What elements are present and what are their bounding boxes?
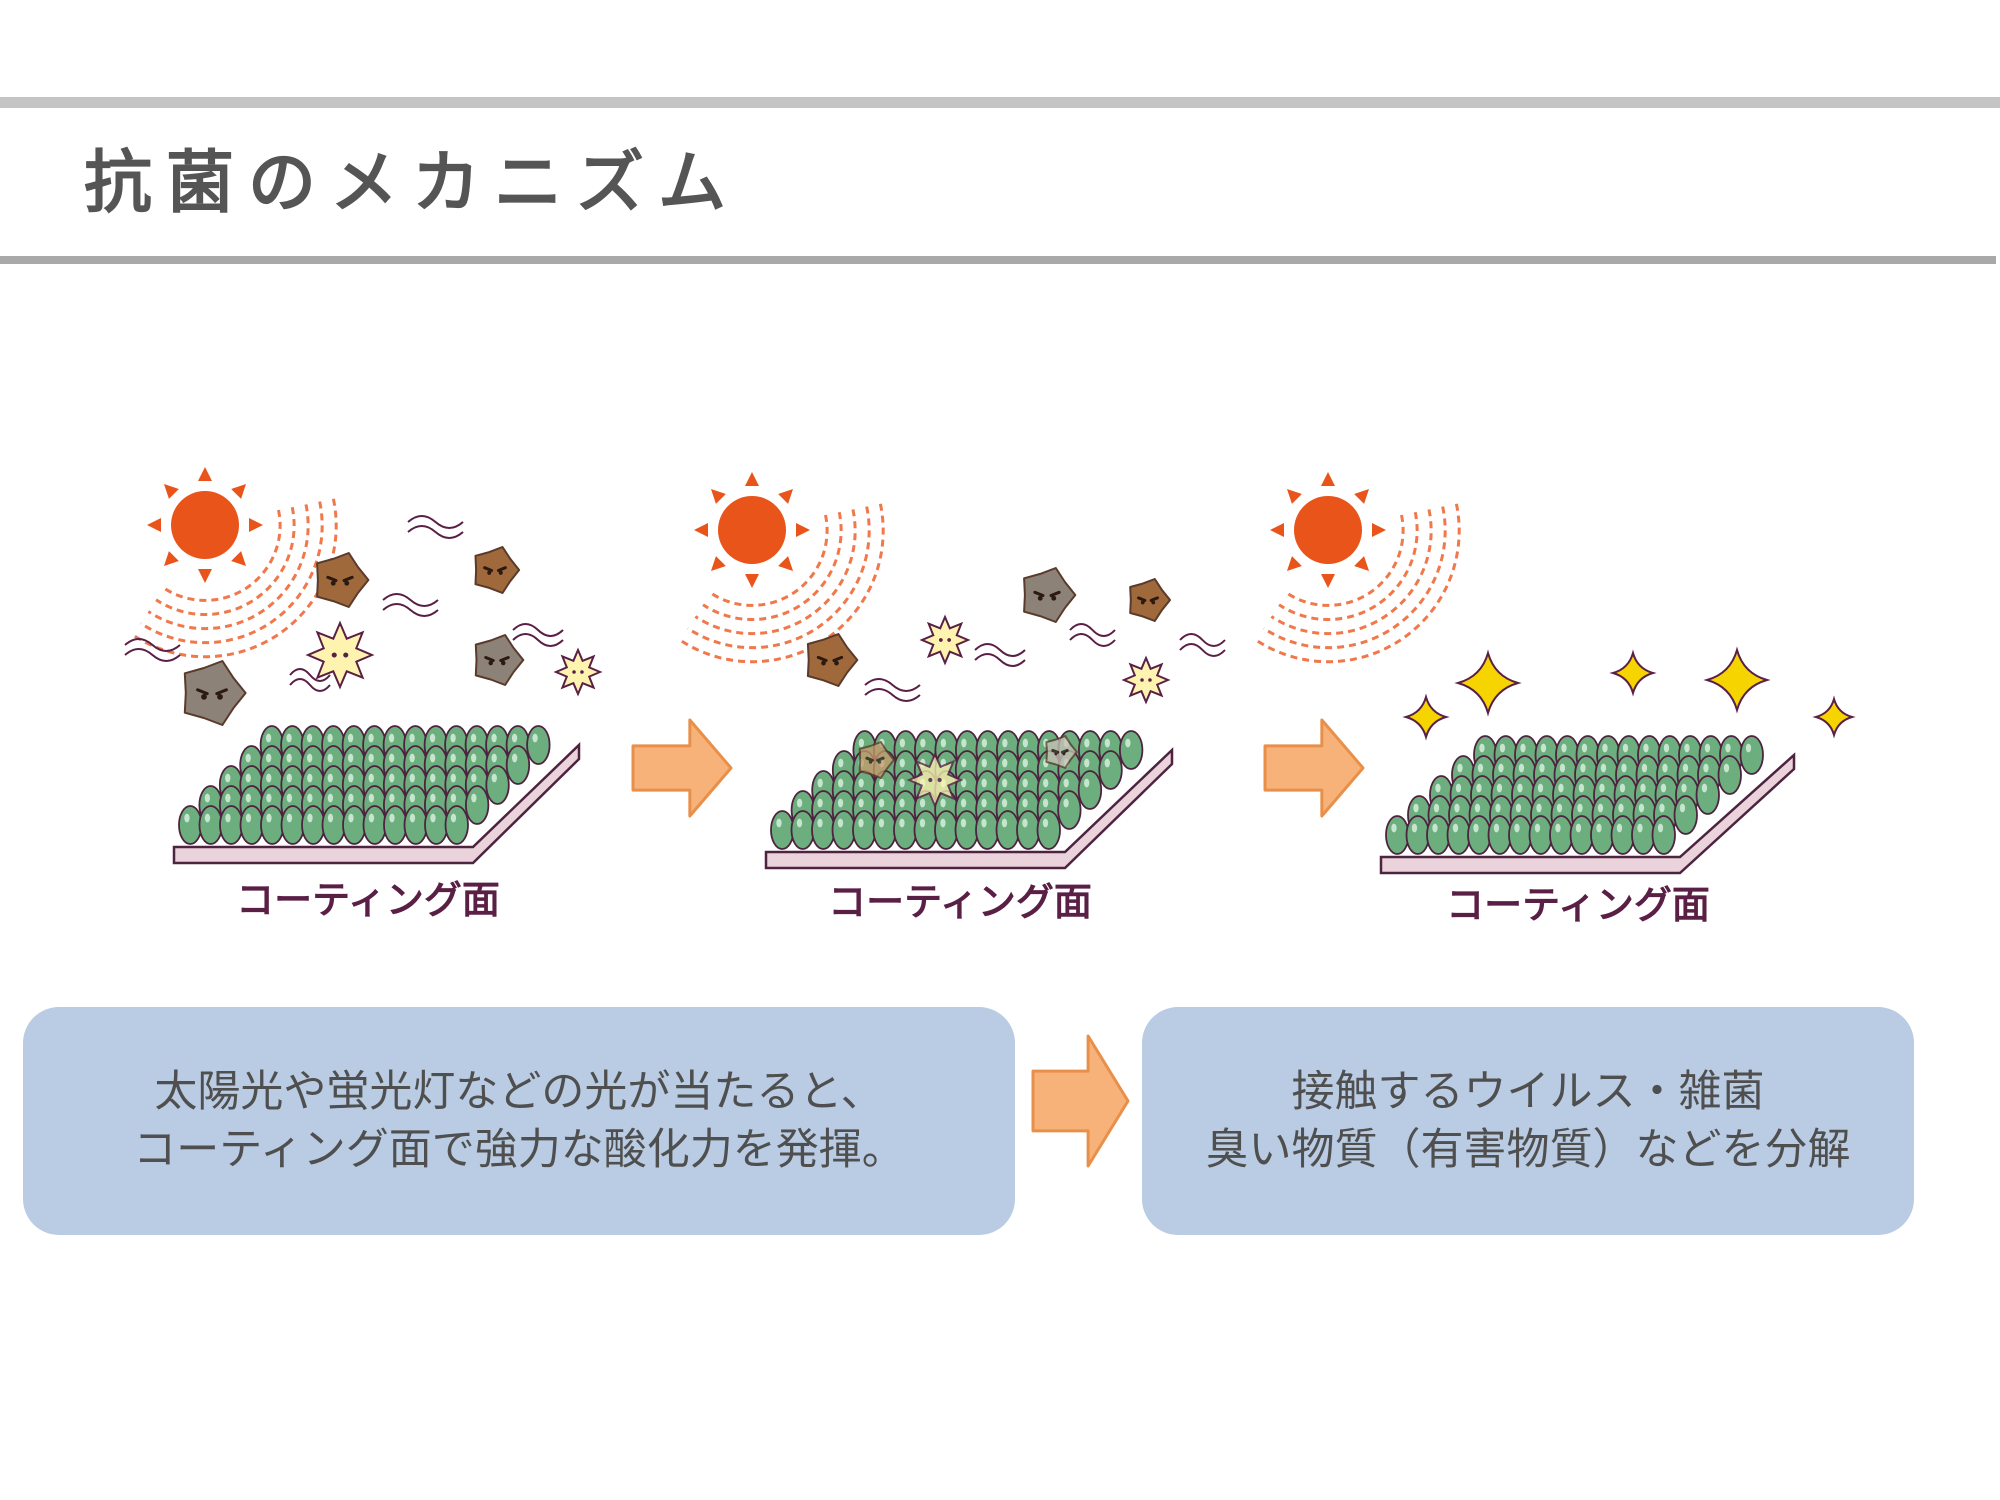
motion-line [289,668,331,692]
sparkle-icon [1454,649,1522,717]
virus-icon [305,620,375,690]
decomposed-fragments [858,735,1078,809]
motion-line [1179,633,1226,657]
sparkle-icon [1609,649,1657,697]
sun-icon [679,472,885,664]
panel-3-label: コーティング面 [1446,883,1710,927]
fragment-icon [906,751,964,809]
coating-surface [764,730,1174,870]
page-title: 抗菌のメカニズム [84,144,741,223]
panel-2-label: コーティング面 [828,880,1092,924]
fragment-icon [858,741,895,779]
motion-line [974,643,1026,667]
top-rule [0,97,2000,108]
motion-line [864,678,921,702]
virus-icon [1121,655,1171,705]
panel-1 [124,467,603,865]
light-effect-line-2: コーティング面で強力な酸化力を発揮。 [133,1125,905,1175]
microbe-icon [474,634,525,686]
title-underline [0,256,1996,264]
flow-arrows [631,718,1365,1168]
motion-line [382,593,439,617]
arrow-right-icon [1263,718,1365,818]
light-effect-line-1: 太陽光や蛍光灯などの光が当たると、 [154,1067,884,1117]
microbe-icon [316,552,370,608]
panel-2 [679,472,1226,870]
decompose-line-1: 接触するウイルス・雑菌 [1291,1067,1765,1117]
virus-icon [919,614,971,666]
arrow-right-icon [631,718,733,818]
panel-1-label: コーティング面 [236,878,500,922]
microbe-icon [474,546,521,594]
motion-line [124,638,181,662]
decompose-line-2: 臭い物質（有害物質）などを分解 [1205,1125,1851,1175]
motion-line [512,623,564,647]
virus-icon [553,647,603,697]
sparkle-icon [1703,646,1771,714]
sun-icon [1255,472,1461,664]
sparkle-icon [1812,695,1856,739]
motion-line [407,515,464,539]
microbe-icon [1129,578,1171,622]
decompose-box: 接触するウイルス・雑菌 臭い物質（有害物質）などを分解 [1142,1007,1914,1235]
panel-3 [1255,472,1856,875]
light-effect-box: 太陽光や蛍光灯などの光が当たると、 コーティング面で強力な酸化力を発揮。 [23,1007,1015,1235]
coating-surface [172,725,581,865]
microbe-icon [183,660,247,726]
fragment-icon [1045,735,1078,769]
coating-surface [1379,735,1796,875]
sparkle-icon [1402,693,1450,741]
arrow-right-icon [1031,1034,1130,1168]
sun-icon [132,467,338,659]
microbe-icon [1023,567,1077,623]
microbe-icon [806,633,859,687]
motion-line [1069,623,1116,647]
